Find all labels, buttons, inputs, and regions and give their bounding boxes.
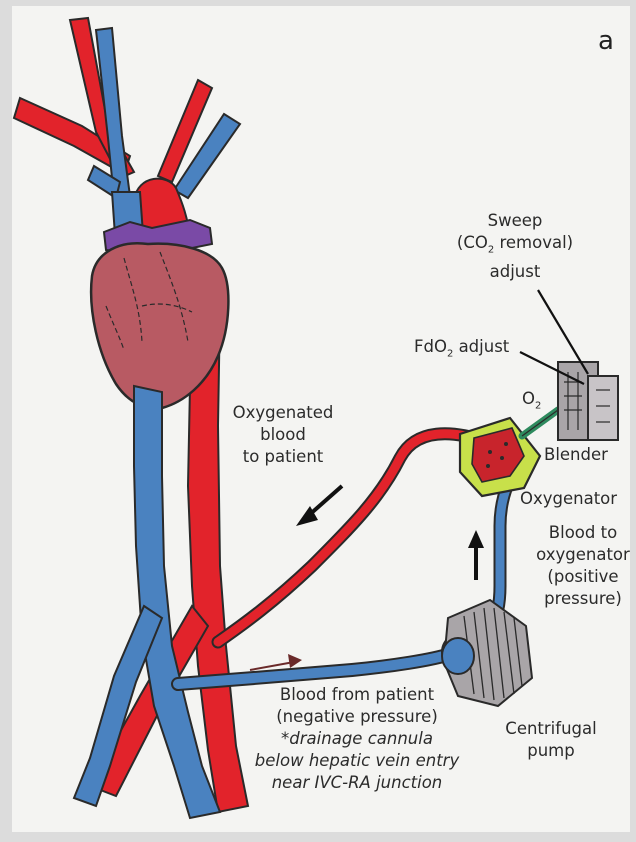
drainage-note-line-2: below hepatic vein entry [244,750,470,772]
blood-to-oxygenator-line-2: oxygenator [530,544,636,566]
o2-label: O2 [522,388,541,417]
sweep-line-3: adjust [450,261,580,283]
oxygenator-label: Oxygenator [520,488,617,510]
oxygenated-blood-label: Oxygenated blood to patient [218,402,348,468]
sweep-label: Sweep (CO2 removal) adjust [450,210,580,283]
fdo2-label: FdO2 adjust [414,336,509,365]
panel-letter: a [598,30,614,52]
blood-to-oxygenator-label: Blood to oxygenator (positive pressure) [530,522,636,610]
oxygenated-blood-line-2: blood [218,424,348,446]
centrifugal-pump-line-1: Centrifugal [496,718,606,740]
blood-to-oxygenator-line-1: Blood to [530,522,636,544]
blood-from-patient-line-2: (negative pressure) [244,706,470,728]
sweep-line-2: (CO2 removal) [450,232,580,261]
centrifugal-pump-label: Centrifugal pump [496,718,606,762]
blood-from-patient-line-1: Blood from patient [244,684,470,706]
diagram-frame: a Sweep (CO2 removal) adjust FdO2 adjust… [12,6,630,832]
blood-to-oxygenator-line-4: pressure) [530,588,636,610]
blood-to-oxygenator-line-3: (positive [530,566,636,588]
blender-label: Blender [544,444,608,466]
oxygenated-blood-line-3: to patient [218,446,348,468]
drainage-note-line-1: *drainage cannula [244,728,470,750]
blood-from-patient-label: Blood from patient (negative pressure) *… [244,684,470,794]
oxygenated-blood-line-1: Oxygenated [218,402,348,424]
drainage-note-line-3: near IVC-RA junction [244,772,470,794]
centrifugal-pump-line-2: pump [496,740,606,762]
sweep-line-1: Sweep [450,210,580,232]
